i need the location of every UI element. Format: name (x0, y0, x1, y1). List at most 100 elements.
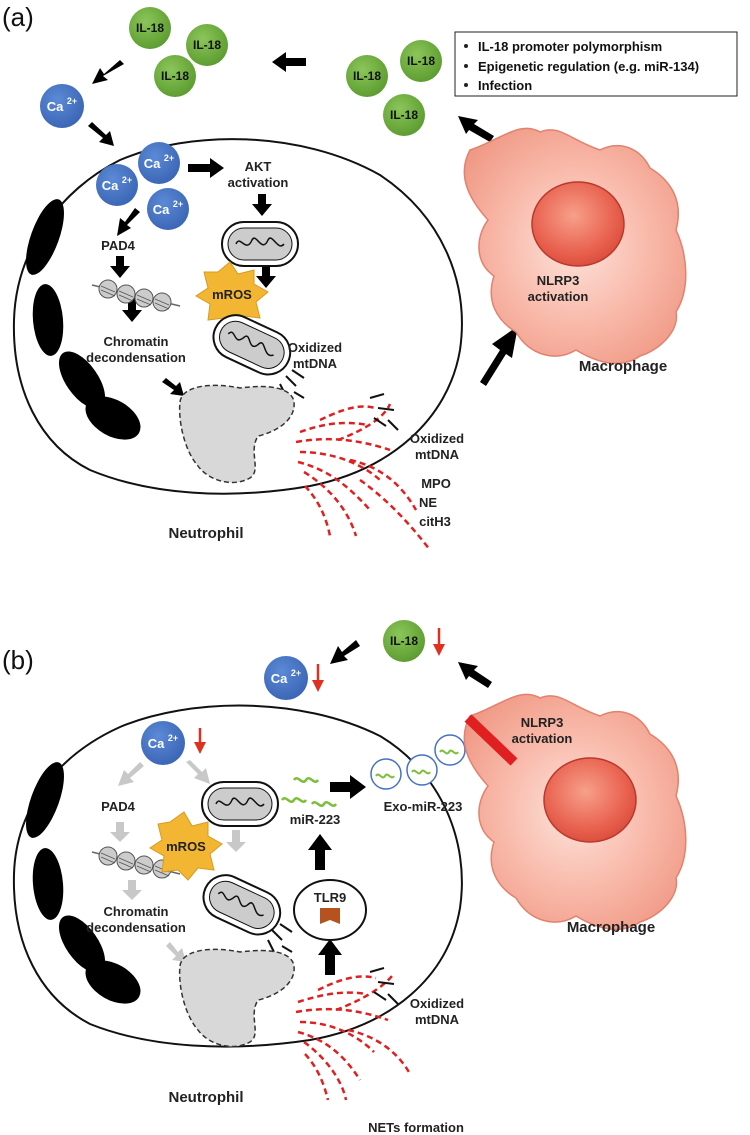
arrow-down-right-icon (88, 122, 114, 146)
info-box-item: Epigenetic regulation (e.g. miR-134) (478, 59, 699, 74)
calcium-ion: Ca 2+ (40, 84, 84, 128)
tlr9-endosome: TLR9 (293, 879, 367, 941)
oxidized-mtdna-label: Oxidized (410, 996, 464, 1011)
chromatin-label: Chromatin (104, 334, 169, 349)
inhibition-bar-icon (464, 714, 518, 766)
down-arrow-red-icon (433, 628, 445, 656)
ne-label: NE (419, 495, 437, 510)
calcium-ion: Ca 2+ (138, 142, 180, 184)
chromatin-label: decondensation (86, 350, 186, 365)
svg-text:2+: 2+ (164, 153, 174, 163)
arrow-up-icon (308, 834, 332, 870)
arrow-right-icon (188, 158, 224, 178)
calcium-ion: Ca 2+ (264, 656, 308, 700)
akt-label: AKT (245, 159, 272, 174)
svg-text:IL-18: IL-18 (407, 54, 435, 68)
arrow-right-icon (330, 775, 366, 799)
nucleus-lobes (26, 199, 141, 440)
svg-text:Ca: Ca (153, 202, 170, 217)
chromatin-label: Chromatin (104, 904, 169, 919)
nlrp3-label: NLRP3 (537, 273, 580, 288)
neutrophil-label: Neutrophil (169, 1089, 244, 1106)
net-strands (295, 975, 412, 1101)
mros-label: mROS (212, 287, 252, 302)
oxidized-mtdna-label: Oxidized (410, 431, 464, 446)
info-box-item: IL-18 promoter polymorphism (478, 39, 662, 54)
cith3-label: citH3 (419, 514, 451, 529)
il18-molecule: IL-18 (400, 40, 442, 82)
net-strands (295, 403, 431, 551)
neutrophil-label: Neutrophil (169, 525, 244, 542)
svg-text:Ca: Ca (47, 99, 64, 114)
il18-molecule: IL-18 (346, 55, 388, 97)
svg-text:IL-18: IL-18 (193, 38, 221, 52)
mir223-squiggles-icon (280, 777, 338, 807)
mros-star-icon: mROS (149, 811, 223, 881)
mitochondrion-icon (201, 781, 279, 827)
mtdna-fragments (369, 967, 399, 1005)
svg-text:2+: 2+ (122, 175, 132, 185)
gray-arrows (110, 760, 246, 962)
panel-a: (a) IL-18 promoter polymorphism Epigenet… (2, 2, 738, 551)
svg-text:2+: 2+ (168, 733, 178, 743)
tlr9-label: TLR9 (314, 890, 347, 905)
macrophage-nucleus (543, 757, 637, 843)
exo-mir223-label: Exo-miR-223 (384, 799, 463, 814)
svg-text:2+: 2+ (291, 668, 301, 678)
svg-text:Ca: Ca (148, 736, 165, 751)
mitochondrion-icon (212, 314, 292, 376)
nlrp3-label: activation (528, 289, 589, 304)
arrow-down-left-icon (330, 640, 360, 664)
calcium-ion: Ca 2+ (96, 164, 138, 206)
chromatin-beads-icon (91, 279, 181, 312)
il18-molecule: IL-18 (383, 620, 425, 662)
calcium-ion: Ca 2+ (147, 188, 189, 230)
arrow-up-left-icon (458, 116, 494, 142)
calcium-ion: Ca 2+ (141, 721, 185, 765)
svg-text:2+: 2+ (173, 199, 183, 209)
arrow-down-right-icon (162, 378, 184, 396)
nlrp3-label: NLRP3 (521, 715, 564, 730)
arrow-down-left-icon (117, 208, 140, 236)
pad4-label: PAD4 (101, 238, 135, 253)
mitochondrion-icon (221, 221, 299, 267)
svg-text:IL-18: IL-18 (353, 69, 381, 83)
arrow-down-icon (110, 256, 130, 278)
svg-text:IL-18: IL-18 (136, 21, 164, 35)
info-box-item: Infection (478, 78, 532, 93)
mpo-label: MPO (421, 476, 451, 491)
exosome-icon (370, 758, 402, 790)
mros-label: mROS (166, 839, 206, 854)
decondensed-nucleus (178, 948, 295, 1048)
arrow-up-left-icon (458, 662, 492, 688)
pad4-label: PAD4 (101, 799, 135, 814)
svg-text:IL-18: IL-18 (161, 69, 189, 83)
panel-b: (b) IL-18 Ca 2+ Ca (2, 620, 687, 1135)
macrophage-label: Macrophage (567, 919, 655, 936)
big-arrow-up-right-icon (480, 326, 518, 386)
arrow-down-icon (256, 266, 276, 288)
mtdna-fragments (267, 923, 293, 953)
svg-text:Ca: Ca (271, 671, 288, 686)
arrow-down-icon (252, 194, 272, 216)
mtdna-fragments (369, 393, 399, 431)
oxidized-mtdna-label: mtDNA (415, 1012, 460, 1027)
il18-molecule: IL-18 (383, 94, 425, 136)
il18-molecule: IL-18 (186, 24, 228, 66)
panel-a-letter: (a) (2, 2, 34, 32)
nucleus-lobes (26, 762, 141, 1004)
oxidized-mtdna-label: mtDNA (415, 447, 460, 462)
tlr9-receptor-icon (320, 908, 340, 924)
il18-molecule: IL-18 (129, 7, 171, 49)
il18-molecule: IL-18 (154, 55, 196, 97)
svg-text:Ca: Ca (144, 156, 161, 171)
macrophage-label: Macrophage (579, 358, 667, 375)
exosome-icon (434, 734, 466, 766)
exosome-icon (406, 754, 438, 786)
chromatin-label: decondensation (86, 920, 186, 935)
svg-text:IL-18: IL-18 (390, 634, 418, 648)
mir223-label: miR-223 (290, 812, 341, 827)
nlrp3-label: activation (512, 731, 573, 746)
down-arrow-red-icon (194, 728, 206, 754)
arrow-down-left-icon (92, 60, 124, 84)
